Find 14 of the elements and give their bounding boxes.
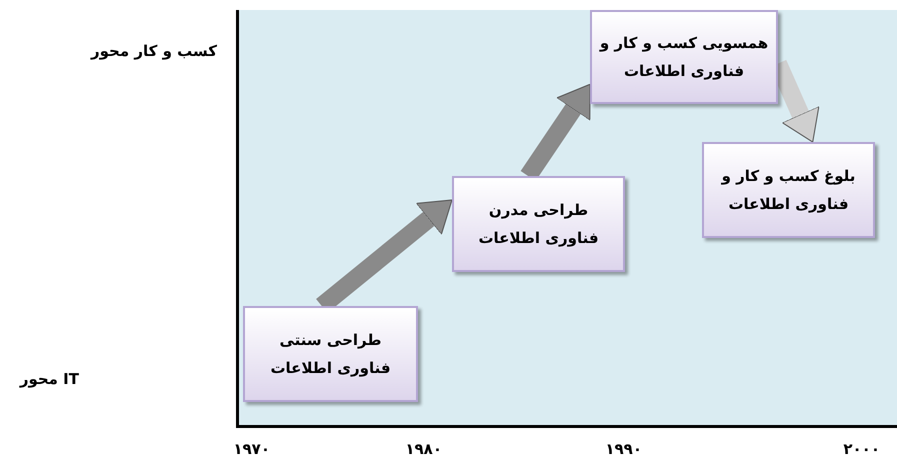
stage-label: طراحی مدرن فناوری اطلاعات — [477, 200, 600, 249]
stage-label: طراحی سنتی فناوری اطلاعات — [269, 330, 392, 379]
year-label: ۲۰۰۰ — [843, 440, 880, 458]
stage-label: همسویی کسب و کار و فناوری اطلاعات — [598, 32, 770, 82]
year-label: ۱۹۷۰ — [233, 440, 270, 458]
year-label: ۱۹۸۰ — [405, 440, 442, 458]
year-label: ۱۹۹۰ — [605, 440, 642, 458]
stage-box — [590, 10, 778, 104]
axis-label: کسب و کار محور — [91, 42, 217, 60]
stage-box — [243, 306, 418, 402]
stage-box — [702, 142, 875, 238]
axis-label: IT محور — [20, 370, 79, 388]
stage-box — [452, 176, 625, 272]
stage-label: بلوغ کسب و کار و فناوری اطلاعات — [720, 166, 856, 215]
